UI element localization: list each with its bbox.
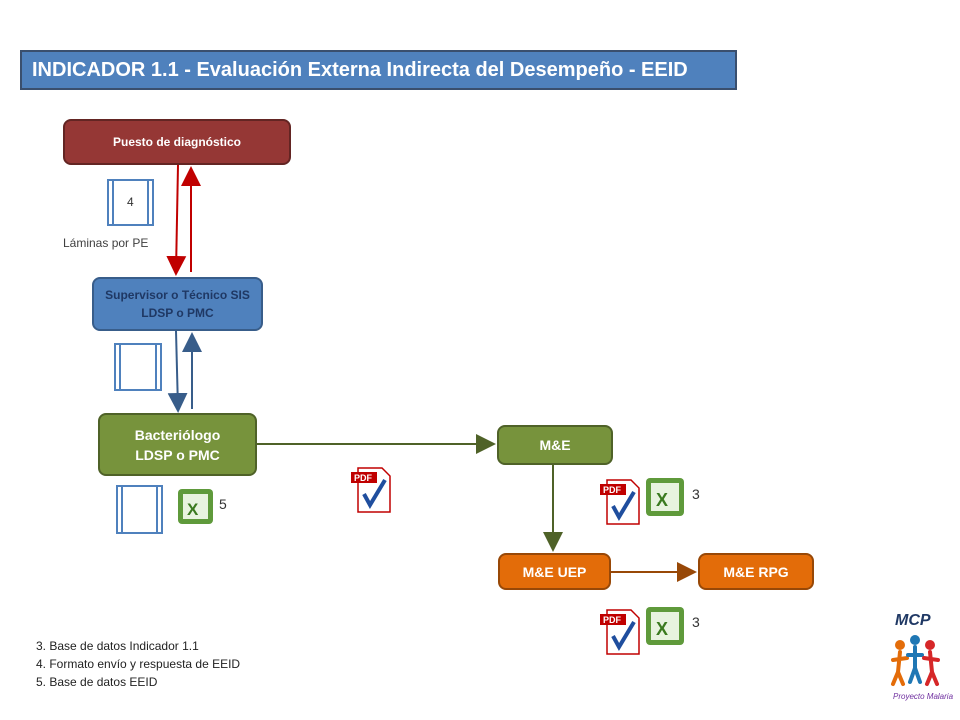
slides-label: Láminas por PE: [63, 236, 149, 250]
node-label: M&E: [539, 437, 571, 453]
slides-count: 4: [127, 195, 134, 209]
footer-note: 4. Formato envío y respuesta de EEID: [36, 657, 241, 671]
page-title: INDICADOR 1.1 - Evaluación Externa Indir…: [20, 50, 737, 90]
svg-text:X: X: [656, 619, 668, 639]
svg-text:X: X: [656, 490, 668, 510]
svg-text:X: X: [187, 500, 199, 519]
node-me: M&E: [497, 425, 613, 465]
node-label: M&E UEP: [522, 563, 587, 580]
arrow-supervisor-to-bact: [167, 330, 188, 413]
bact-file-number: 5: [219, 496, 227, 512]
me-file-number: 3: [692, 486, 700, 502]
node-label-line1: Bacteriólogo: [134, 426, 221, 443]
svg-text:PDF: PDF: [603, 615, 622, 625]
slides-icon: [116, 485, 163, 534]
pdf-icon: PDF: [600, 609, 640, 655]
node-me-uep: M&E UEP: [498, 553, 611, 590]
excel-icon: X: [178, 489, 213, 524]
uep-file-number: 3: [692, 614, 700, 630]
svg-text:PDF: PDF: [354, 473, 373, 483]
pdf-icon: PDF: [351, 467, 391, 513]
node-label: Puesto de diagnóstico: [112, 135, 241, 149]
logo-text: MCP: [895, 612, 931, 629]
node-label-line2: LDSP o PMC: [141, 306, 214, 320]
node-label: M&E RPG: [723, 563, 789, 580]
excel-icon: X: [646, 478, 684, 516]
node-label-line1: Supervisor o Técnico SIS: [105, 288, 250, 302]
node-me-rpg: M&E RPG: [698, 553, 814, 590]
svg-text:PDF: PDF: [603, 485, 622, 495]
node-label-line2: LDSP o PMC: [135, 446, 220, 463]
footer-note: 5. Base de datos EEID: [36, 675, 158, 689]
logo-subtitle: Proyecto Malaria: [893, 692, 954, 701]
node-bacteriologo: Bacteriólogo LDSP o PMC: [98, 413, 257, 476]
pdf-icon: PDF: [600, 479, 640, 525]
mcp-logo: [891, 635, 940, 686]
slides-icon: [107, 179, 154, 226]
node-supervisor: Supervisor o Técnico SIS LDSP o PMC: [92, 277, 263, 331]
slides-icon: [114, 343, 162, 391]
arrow-puesto-to-supervisor: [166, 164, 187, 276]
footer-note: 3. Base de datos Indicador 1.1: [36, 639, 199, 653]
excel-icon: X: [646, 607, 684, 645]
node-puesto-diagnostico: Puesto de diagnóstico: [63, 119, 291, 165]
footer-notes: 3. Base de datos Indicador 1.1 4. Format…: [36, 637, 240, 691]
